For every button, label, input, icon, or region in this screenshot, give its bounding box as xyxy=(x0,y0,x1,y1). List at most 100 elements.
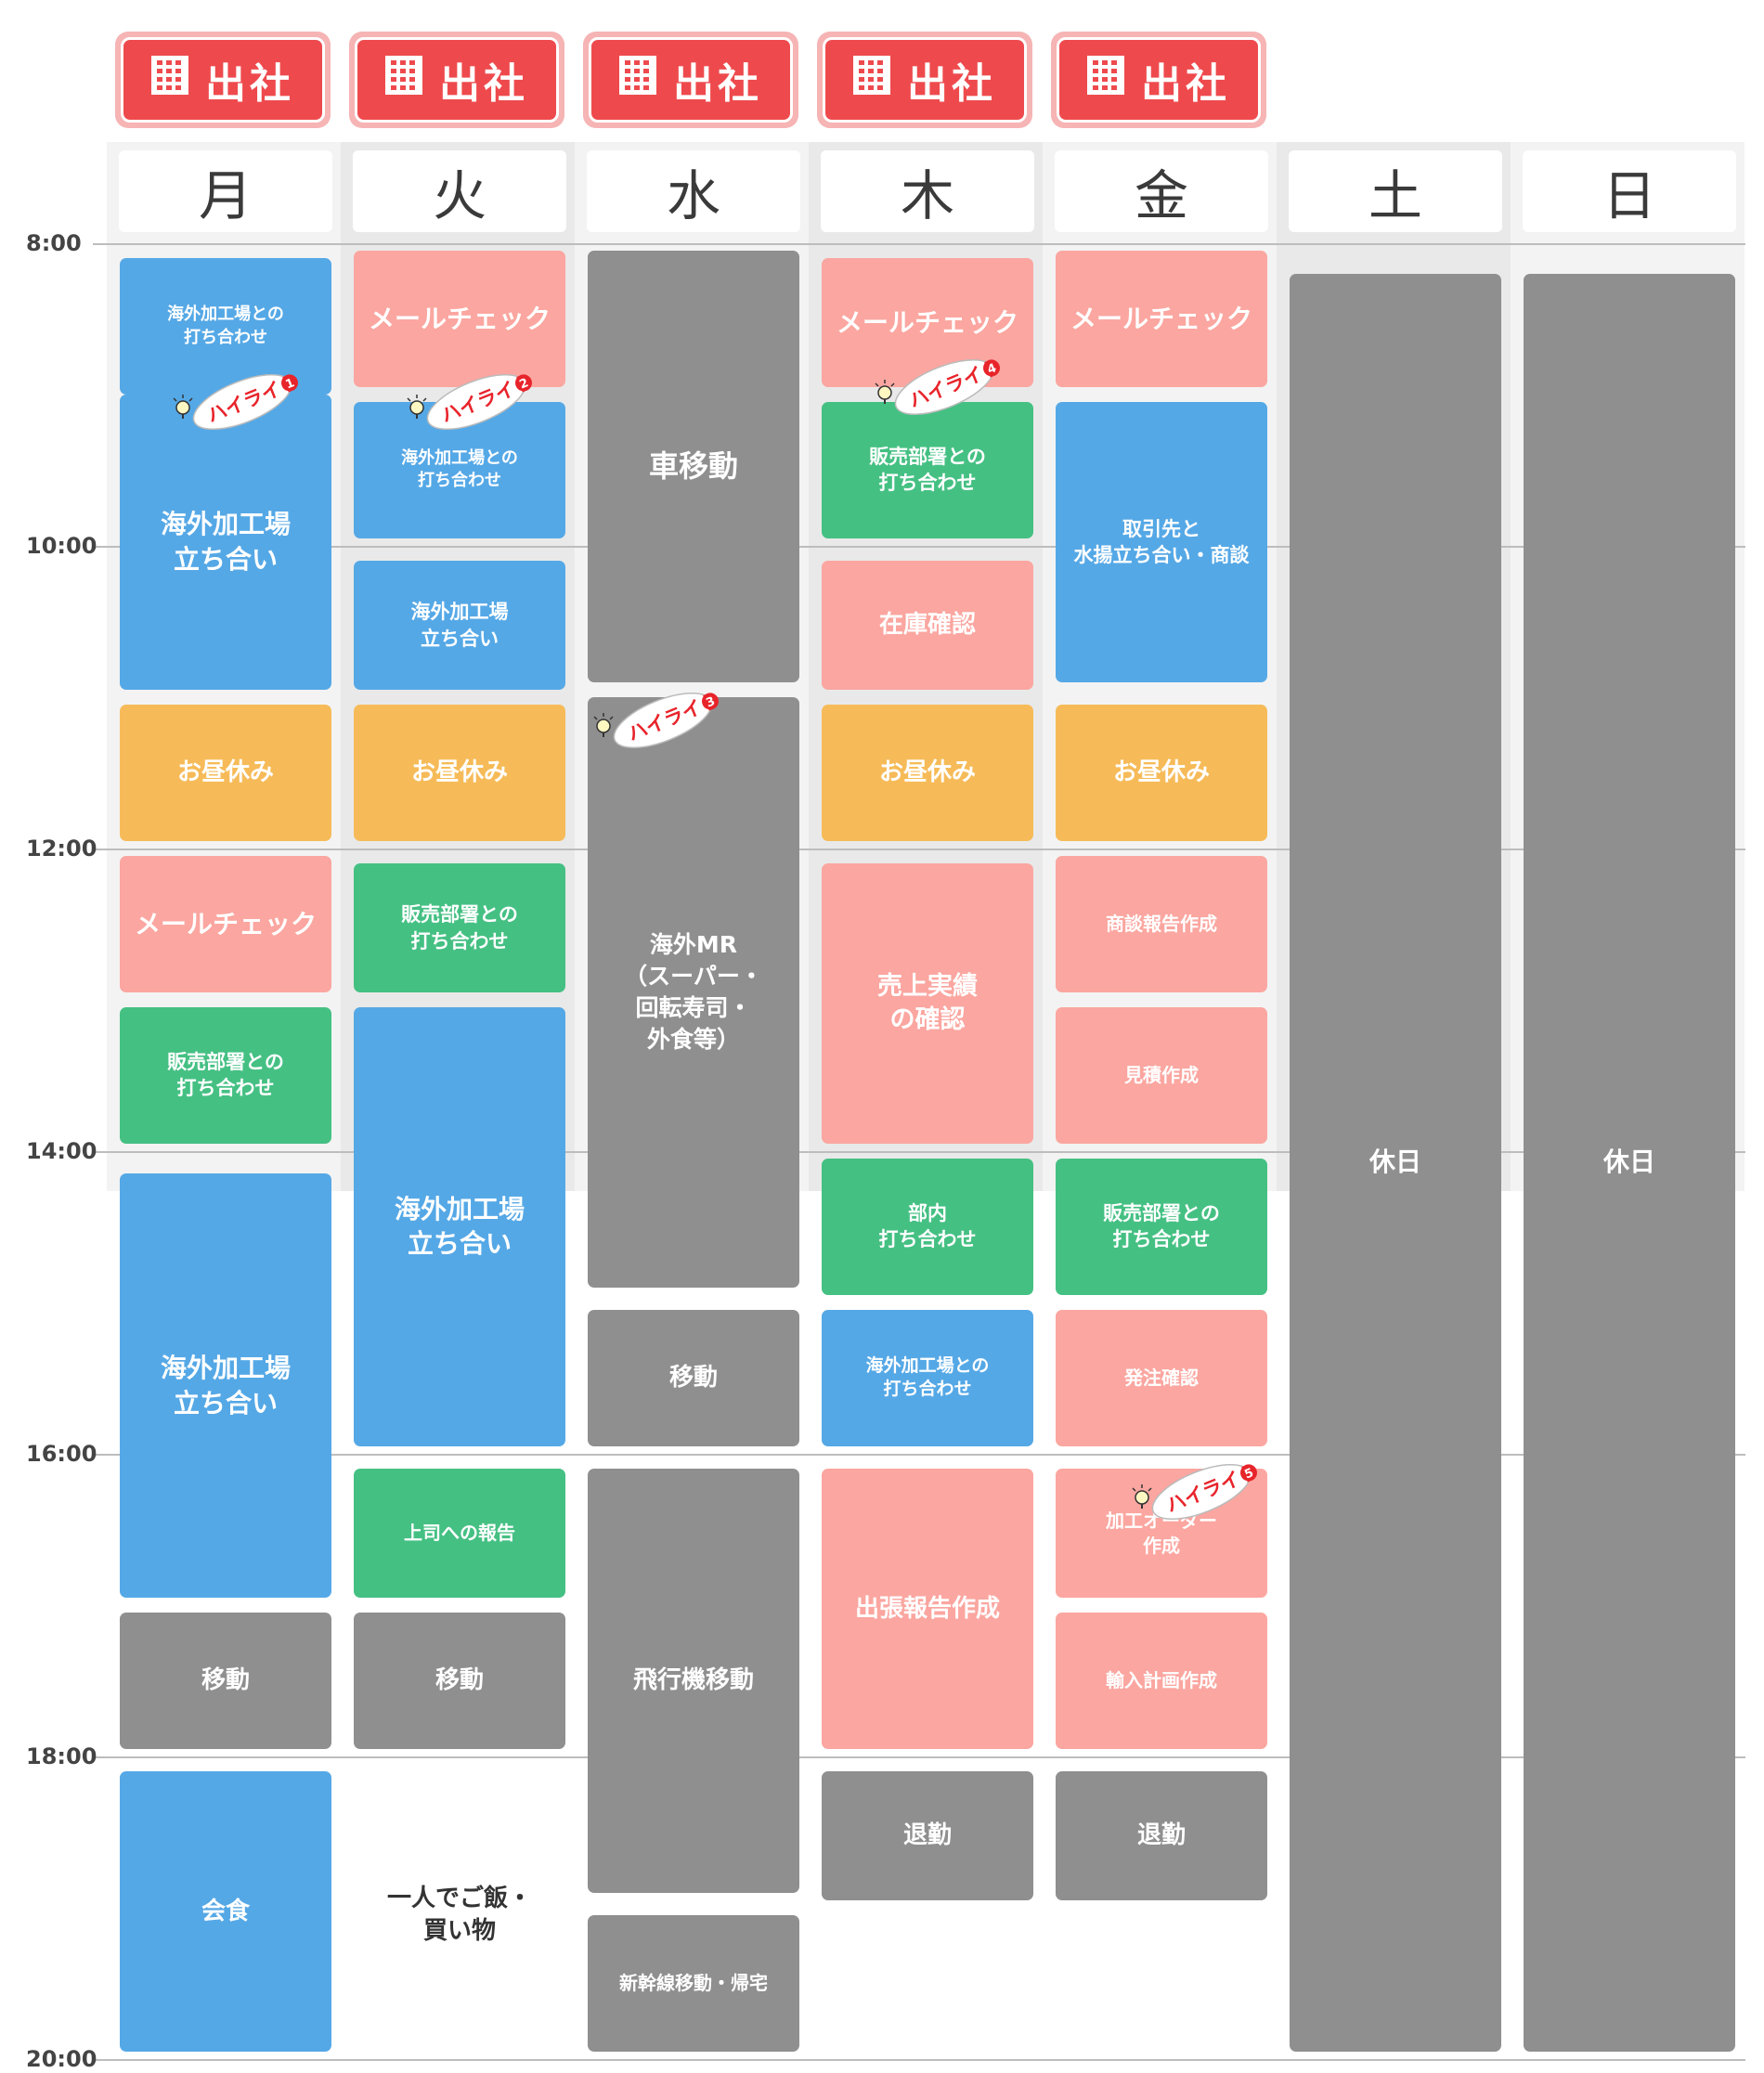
time-label: 8:00 xyxy=(26,230,82,256)
schedule-block: 退勤 xyxy=(1056,1771,1267,1900)
office-badge-label: 出社 xyxy=(205,60,294,108)
schedule-block: 輸入計画作成 xyxy=(1056,1613,1267,1749)
schedule-block-text: 移動 xyxy=(668,1363,718,1392)
schedule-block: 見積作成 xyxy=(1056,1007,1267,1144)
day-header: 木 xyxy=(821,150,1034,232)
schedule-block-text: 販売部署との 打ち合わせ xyxy=(1103,1202,1220,1251)
schedule-block: 休日 xyxy=(1290,273,1501,2052)
schedule-block: 会食 xyxy=(120,1771,331,2052)
schedule-block: 販売部署との 打ち合わせ xyxy=(1056,1159,1267,1295)
schedule-block-text: 休日 xyxy=(1368,1147,1421,1178)
schedule-block-text: 部内 打ち合わせ xyxy=(878,1202,977,1251)
building-icon xyxy=(619,55,673,105)
schedule-block: メールチェック xyxy=(354,251,565,387)
schedule-block: 車移動 xyxy=(588,251,799,682)
schedule-block: 移動 xyxy=(354,1613,565,1749)
schedule-block-text: 退勤 xyxy=(1136,1821,1186,1850)
office-badge-label: 出社 xyxy=(673,60,762,108)
schedule-block: メールチェック xyxy=(822,258,1033,387)
schedule-block-text: 海外加工場 立ち合い xyxy=(160,1352,291,1419)
day-header: 水 xyxy=(587,150,800,232)
schedule-block: 海外加工場との 打ち合わせ xyxy=(120,258,331,395)
schedule-block-text: 輸入計画作成 xyxy=(1106,1668,1217,1691)
office-badge: 出社 xyxy=(817,32,1032,128)
time-gridline xyxy=(93,1151,1745,1153)
schedule-block-text: 発注確認 xyxy=(1124,1366,1199,1389)
schedule-block: 海外加工場 立ち合い xyxy=(120,1173,331,1598)
schedule-block-text: 海外加工場との 打ち合わせ xyxy=(865,1354,990,1400)
office-badge: 出社 xyxy=(349,32,564,128)
schedule-block: お昼休み xyxy=(120,705,331,841)
schedule-block: 取引先と 水揚立ち合い・商談 xyxy=(1056,402,1267,682)
schedule-block-text: お昼休み xyxy=(878,758,976,786)
schedule-block: 飛行機移動 xyxy=(588,1469,799,1893)
day-header: 金 xyxy=(1055,150,1268,232)
day-header: 月 xyxy=(119,150,332,232)
schedule-block-text: メールチェック xyxy=(1070,303,1252,334)
schedule-block: 海外加工場との 打ち合わせ xyxy=(822,1310,1033,1446)
schedule-block-text: 海外加工場との 打ち合わせ xyxy=(167,304,284,347)
schedule-block-text: 車移動 xyxy=(648,447,738,484)
day-header: 火 xyxy=(353,150,566,232)
time-gridline xyxy=(93,243,1745,245)
schedule-block-text: 海外加工場 立ち合い xyxy=(394,1193,525,1260)
schedule-block-text: 飛行機移動 xyxy=(632,1665,754,1694)
office-badge-label: 出社 xyxy=(439,60,528,108)
office-badge-inner: 出社 xyxy=(1057,37,1261,123)
office-badge: 出社 xyxy=(115,32,331,128)
lightbulb-icon xyxy=(1132,1483,1152,1509)
schedule-block: 販売部署との 打ち合わせ xyxy=(354,863,565,992)
schedule-block-text: 移動 xyxy=(201,1665,250,1694)
schedule-block-text: 海外加工場との 打ち合わせ xyxy=(401,448,518,491)
schedule-block-text: 在庫確認 xyxy=(878,611,976,640)
schedule-block-text: 休日 xyxy=(1602,1147,1655,1178)
schedule-block-text: お昼休み xyxy=(176,758,274,786)
office-badge-inner: 出社 xyxy=(823,37,1027,123)
schedule-block-text: 出張報告作成 xyxy=(854,1594,1000,1623)
schedule-block: 在庫確認 xyxy=(822,561,1033,690)
time-label: 16:00 xyxy=(26,1441,97,1467)
schedule-block-text: お昼休み xyxy=(410,758,508,786)
schedule-block-text: 販売部署との 打ち合わせ xyxy=(401,903,518,952)
schedule-block: メールチェック xyxy=(120,856,331,992)
office-badge-label: 出社 xyxy=(1141,60,1230,108)
schedule-block: 上司への報告 xyxy=(354,1469,565,1598)
lightbulb-icon xyxy=(407,395,427,420)
schedule-block: 移動 xyxy=(120,1613,331,1749)
schedule-block: 海外MR （スーパー・ 回転寿司・ 外食等） xyxy=(588,697,799,1288)
schedule-block: 海外加工場 立ち合い xyxy=(120,395,331,690)
schedule-block: 商談報告作成 xyxy=(1056,856,1267,992)
schedule-block: 休日 xyxy=(1524,273,1735,2052)
schedule-block: 退勤 xyxy=(822,1771,1033,1900)
schedule-block-text: 移動 xyxy=(435,1665,484,1694)
office-badge-label: 出社 xyxy=(907,60,996,108)
office-badge-inner: 出社 xyxy=(355,37,559,123)
schedule-block: 部内 打ち合わせ xyxy=(822,1159,1033,1295)
lightbulb-icon xyxy=(173,395,193,420)
day-header: 日 xyxy=(1523,150,1736,232)
schedule-block: メールチェック xyxy=(1056,251,1267,387)
building-icon xyxy=(853,55,907,105)
lightbulb-icon xyxy=(593,712,614,737)
schedule-block: 売上実績 の確認 xyxy=(822,863,1033,1144)
schedule-block-text: 一人でご飯・ 買い物 xyxy=(386,1885,532,1946)
lightbulb-icon xyxy=(875,380,895,404)
time-label: 12:00 xyxy=(26,836,97,862)
schedule-block-text: 上司への報告 xyxy=(404,1522,515,1545)
schedule-block: 発注確認 xyxy=(1056,1310,1267,1446)
schedule-block-text: 新幹線移動・帰宅 xyxy=(619,1971,768,1994)
schedule-block-text: メールチェック xyxy=(836,306,1018,338)
time-label: 10:00 xyxy=(26,533,97,559)
schedule-block: 販売部署との 打ち合わせ xyxy=(822,402,1033,538)
time-gridline xyxy=(93,849,1745,850)
schedule-block-text: 海外MR （スーパー・ 回転寿司・ 外食等） xyxy=(624,931,763,1053)
building-icon xyxy=(1087,55,1141,105)
schedule-block: 販売部署との 打ち合わせ xyxy=(120,1007,331,1144)
schedule-block-text: 海外加工場 立ち合い xyxy=(160,509,291,575)
schedule-block-text: お昼休み xyxy=(1112,758,1210,786)
